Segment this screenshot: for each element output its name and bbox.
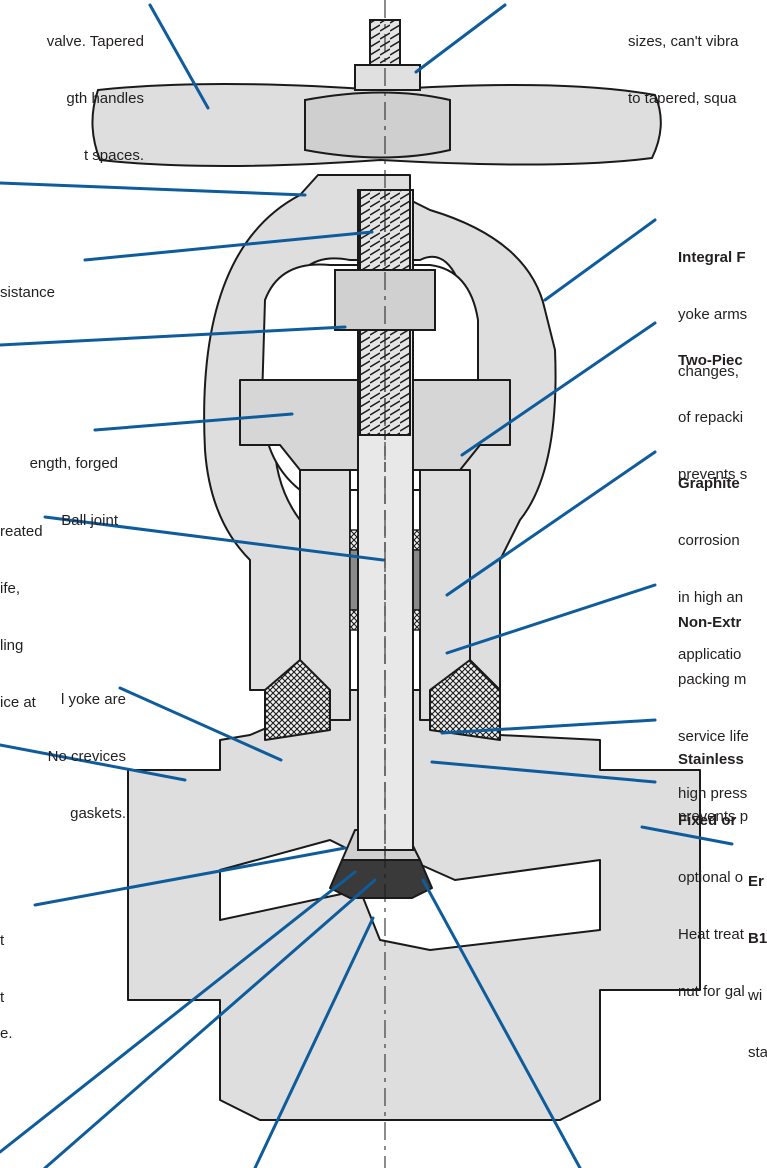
- callout-stainless-bushing: Stainless prevents p: [678, 712, 748, 845]
- leader-body: [0, 743, 187, 782]
- callout-stem-nut: sizes, can't vibra to tapered, squa: [628, 0, 738, 127]
- callout-graphite-packing-line-2: in high an: [678, 589, 744, 606]
- callout-gland-flange: ength, forged Ball joint: [0, 416, 118, 549]
- callout-body-bonnet-line-2: No crevices: [47, 748, 126, 765]
- callout-stainless-bushing-line-1: prevents p: [678, 808, 749, 825]
- leader-stem: [43, 515, 385, 562]
- callout-fixed-backseat-line-3: nut for gal: [678, 983, 745, 1000]
- callout-fixed-backseat-line-1: optional o: [678, 869, 744, 886]
- callout-body-bonnet: l yoke are No crevices gaskets.: [0, 652, 126, 842]
- callout-seat: e.: [0, 986, 13, 1062]
- callout-handwheel: valve. Tapered gth handles t spaces.: [40, 0, 144, 184]
- callout-body-bonnet-line-1: l yoke are: [60, 691, 126, 708]
- callout-handwheel-line-2: gth handles: [66, 90, 144, 107]
- leader-non-extrusion: [445, 583, 657, 655]
- callout-fixed-backseat: Fixed or optional o Heat treat nut for g…: [678, 773, 745, 1020]
- callout-handwheel-line-3: t spaces.: [83, 147, 144, 164]
- leader-two-piece-gland: [460, 321, 657, 457]
- callout-integral-yoke: Integral F yoke arms changes,: [678, 210, 747, 400]
- callout-body-bonnet-line-3: gaskets.: [70, 805, 126, 822]
- callout-anti-extrusion: Non-Extr packing m service life high pre…: [678, 575, 749, 822]
- callout-two-piece-gland-line-1: of repacki: [678, 409, 744, 426]
- callout-anti-extrusion-line-3: high press: [678, 785, 748, 802]
- callout-handwheel-line-1: valve. Tapered: [46, 33, 144, 50]
- callout-stem-threads-line-1: sistance: [0, 284, 56, 301]
- callout-stem-line-4: ice at: [0, 694, 36, 711]
- callout-two-piece-gland-line-2: prevents s: [678, 466, 748, 483]
- leader-stem-threads-2: [83, 230, 374, 262]
- leader-stem-bushing: [0, 325, 347, 347]
- callout-integral-yoke-title: Integral F: [678, 249, 746, 266]
- callout-stem-line-3: ling: [0, 637, 24, 654]
- callout-two-piece-gland: Two-Piec of repacki prevents s: [678, 313, 747, 503]
- callout-disc-line-1: t: [0, 932, 5, 949]
- callout-anti-extrusion-line-1: packing m: [678, 671, 747, 688]
- callout-stainless-bushing-title: Stainless: [678, 751, 744, 768]
- callout-anti-extrusion-line-2: service life: [678, 728, 749, 745]
- callout-fixed-backseat-line-2: Heat treat: [678, 926, 744, 943]
- callout-end-connection: Er B1 wi sta: [748, 834, 767, 1081]
- callout-gland-flange-line-1: ength, forged: [29, 455, 118, 472]
- callout-end-connection-line-2: sta: [748, 1044, 767, 1061]
- callout-end-connection-title-1: Er: [748, 873, 764, 890]
- leader-disc: [33, 846, 347, 907]
- callout-stem-line-1: reated: [0, 523, 43, 540]
- leader-disc-seat: [421, 878, 582, 1168]
- callout-end-connection-line-1: wi: [748, 987, 763, 1004]
- leader-seat-b: [43, 878, 377, 1168]
- callout-disc-line-2: t: [0, 989, 5, 1006]
- callout-graphite-packing-line-3: applicatio: [678, 646, 742, 663]
- leader-body-bonnet: [118, 686, 283, 762]
- callout-disc: t t: [0, 893, 8, 1026]
- leader-stem-threads: [0, 181, 307, 197]
- callout-fixed-backseat-title: Fixed or: [678, 812, 737, 829]
- handwheel: [91, 19, 662, 167]
- callout-graphite-packing-line-1: corrosion: [678, 532, 740, 549]
- leader-body-bore: [253, 916, 375, 1168]
- callout-seat-line-1: e.: [0, 1025, 13, 1042]
- leader-integral-yoke: [543, 218, 657, 302]
- callout-graphite-packing-title: Graphite: [678, 475, 740, 492]
- callout-integral-yoke-line-1: yoke arms: [678, 306, 748, 323]
- leader-end-connection: [640, 825, 734, 846]
- callout-stem-threads: sistance: [0, 245, 55, 321]
- leader-graphite: [445, 450, 657, 597]
- callout-anti-extrusion-title: Non-Extr: [678, 614, 742, 631]
- callout-end-connection-title-2: B1: [748, 930, 767, 947]
- callout-stem-nut-line-1: sizes, can't vibra: [628, 33, 739, 50]
- leader-gland-flange: [93, 412, 294, 432]
- callout-stem-line-2: ife,: [0, 580, 21, 597]
- leader-handwheel: [148, 3, 210, 110]
- leader-stainless: [440, 718, 657, 735]
- callout-graphite-packing: Graphite corrosion in high an applicatio: [678, 436, 743, 683]
- leader-lines: [0, 3, 734, 1168]
- leader-seat-a: [0, 870, 357, 1154]
- callout-stem: reated ife, ling ice at: [0, 484, 43, 731]
- callout-integral-yoke-line-2: changes,: [678, 363, 739, 380]
- callout-stem-nut-line-2: to tapered, squa: [628, 90, 737, 107]
- leader-fixed-backseat: [430, 760, 657, 784]
- callout-gland-flange-line-2: Ball joint: [61, 512, 118, 529]
- leader-stem-nut: [414, 3, 507, 74]
- callout-two-piece-gland-title: Two-Piec: [678, 352, 743, 369]
